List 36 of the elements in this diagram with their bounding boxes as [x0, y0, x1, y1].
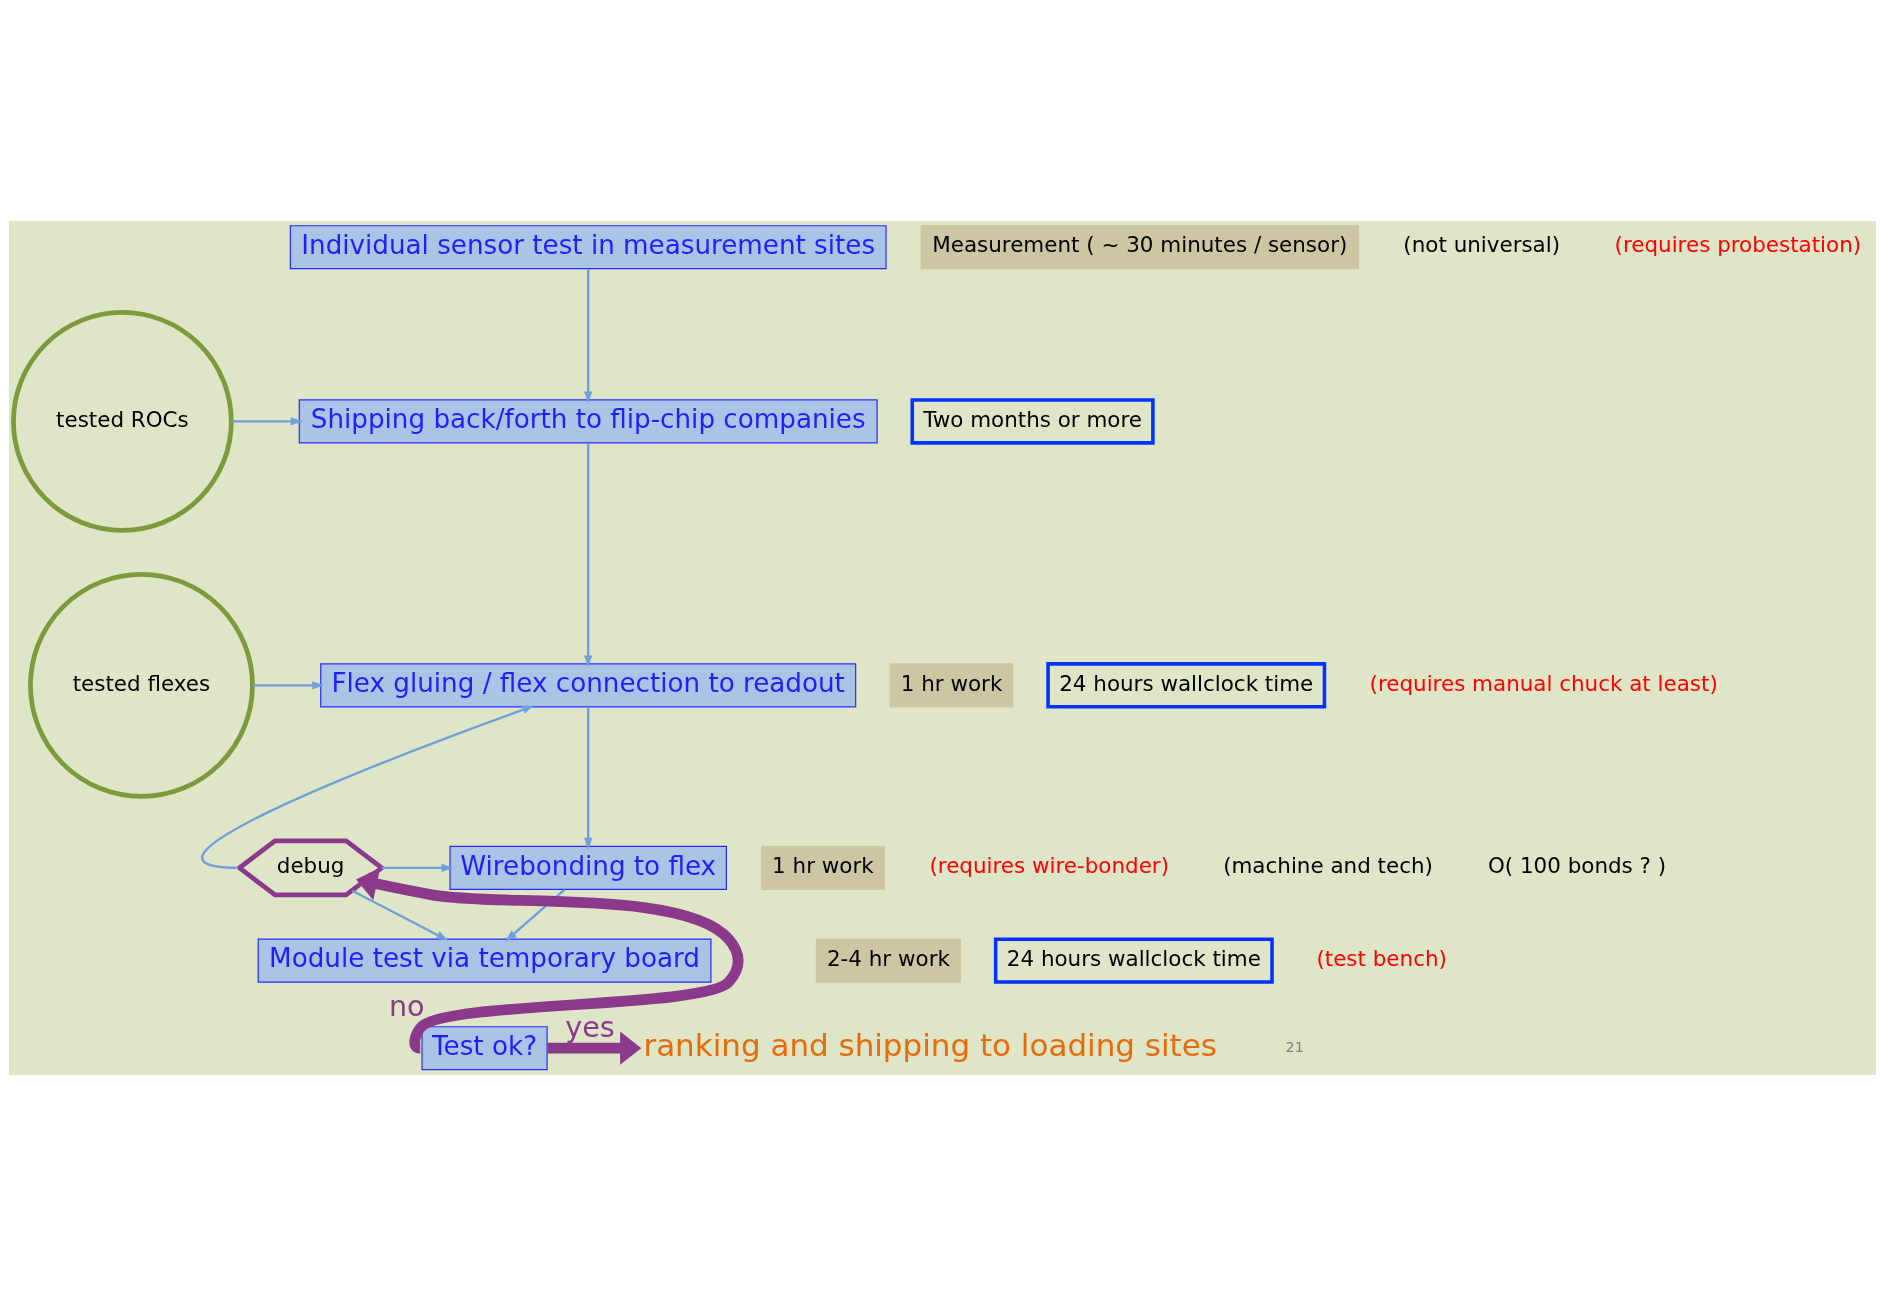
node-box: 1 hr work	[889, 662, 1014, 707]
arrow	[584, 442, 593, 667]
arrow	[201, 705, 535, 869]
arrow	[505, 888, 566, 941]
node-box: Wirebonding to flex	[449, 845, 727, 890]
node-box: Two months or more	[910, 397, 1155, 445]
node-box: Test ok?	[421, 1025, 548, 1070]
arrow	[547, 1031, 642, 1065]
node-box: Individual sensor test in measurement sites	[289, 224, 887, 269]
node-text: ranking and shipping to loading sites	[643, 1026, 1217, 1063]
label: (not universal)	[1403, 231, 1561, 257]
label: (machine and tech)	[1223, 852, 1433, 878]
node-box: 24 hours wallclock time	[993, 936, 1274, 984]
node-box: 24 hours wallclock time	[1046, 661, 1327, 709]
edge-label: no	[388, 988, 425, 1023]
edge-label: yes	[565, 1009, 615, 1044]
node-box: 2-4 hr work	[815, 938, 962, 983]
arrow	[231, 416, 303, 426]
arrow	[584, 706, 593, 850]
label: (requires manual chuck at least)	[1369, 670, 1718, 696]
label: O( 100 bonds ? )	[1487, 852, 1667, 878]
arrow	[252, 680, 325, 690]
label: (requires probestation)	[1614, 231, 1862, 257]
label: (test bench)	[1316, 945, 1447, 971]
node-circle: tested flexes	[28, 571, 255, 799]
arrow	[584, 268, 593, 403]
node-box: 1 hr work	[760, 845, 885, 890]
label: 21	[1285, 1038, 1304, 1055]
node-box: Measurement ( ~ 30 minutes / sensor)	[920, 224, 1359, 269]
node-box: Shipping back/forth to flip-chip companies	[298, 398, 878, 443]
node-box: Flex gluing / flex connection to readout	[320, 662, 857, 707]
arrow	[351, 889, 449, 941]
node-box: Module test via temporary board	[257, 938, 712, 983]
node-circle: tested ROCs	[11, 309, 234, 533]
label: (requires wire-bonder)	[929, 852, 1170, 878]
arrow	[381, 863, 454, 872]
